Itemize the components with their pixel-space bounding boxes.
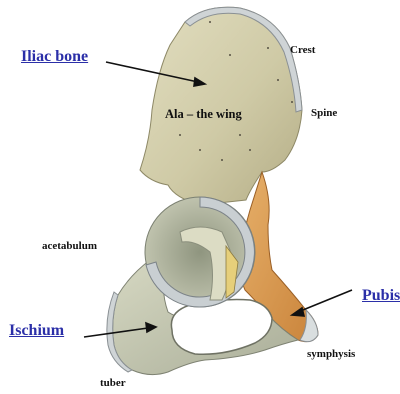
symphysis-label: symphysis [307,348,355,360]
ala-wing-label: Ala – the wing [165,107,242,122]
ischium-link[interactable]: Ischium [9,322,64,340]
pubis-link[interactable]: Pubis [362,287,400,305]
acetabulum-label: acetabulum [42,240,97,252]
arrow-pubis [298,290,352,312]
crest-label: Crest [290,44,315,56]
tuber-label: tuber [100,377,126,389]
iliac-bone-link[interactable]: Iliac bone [21,48,88,66]
spine-label: Spine [311,107,337,119]
